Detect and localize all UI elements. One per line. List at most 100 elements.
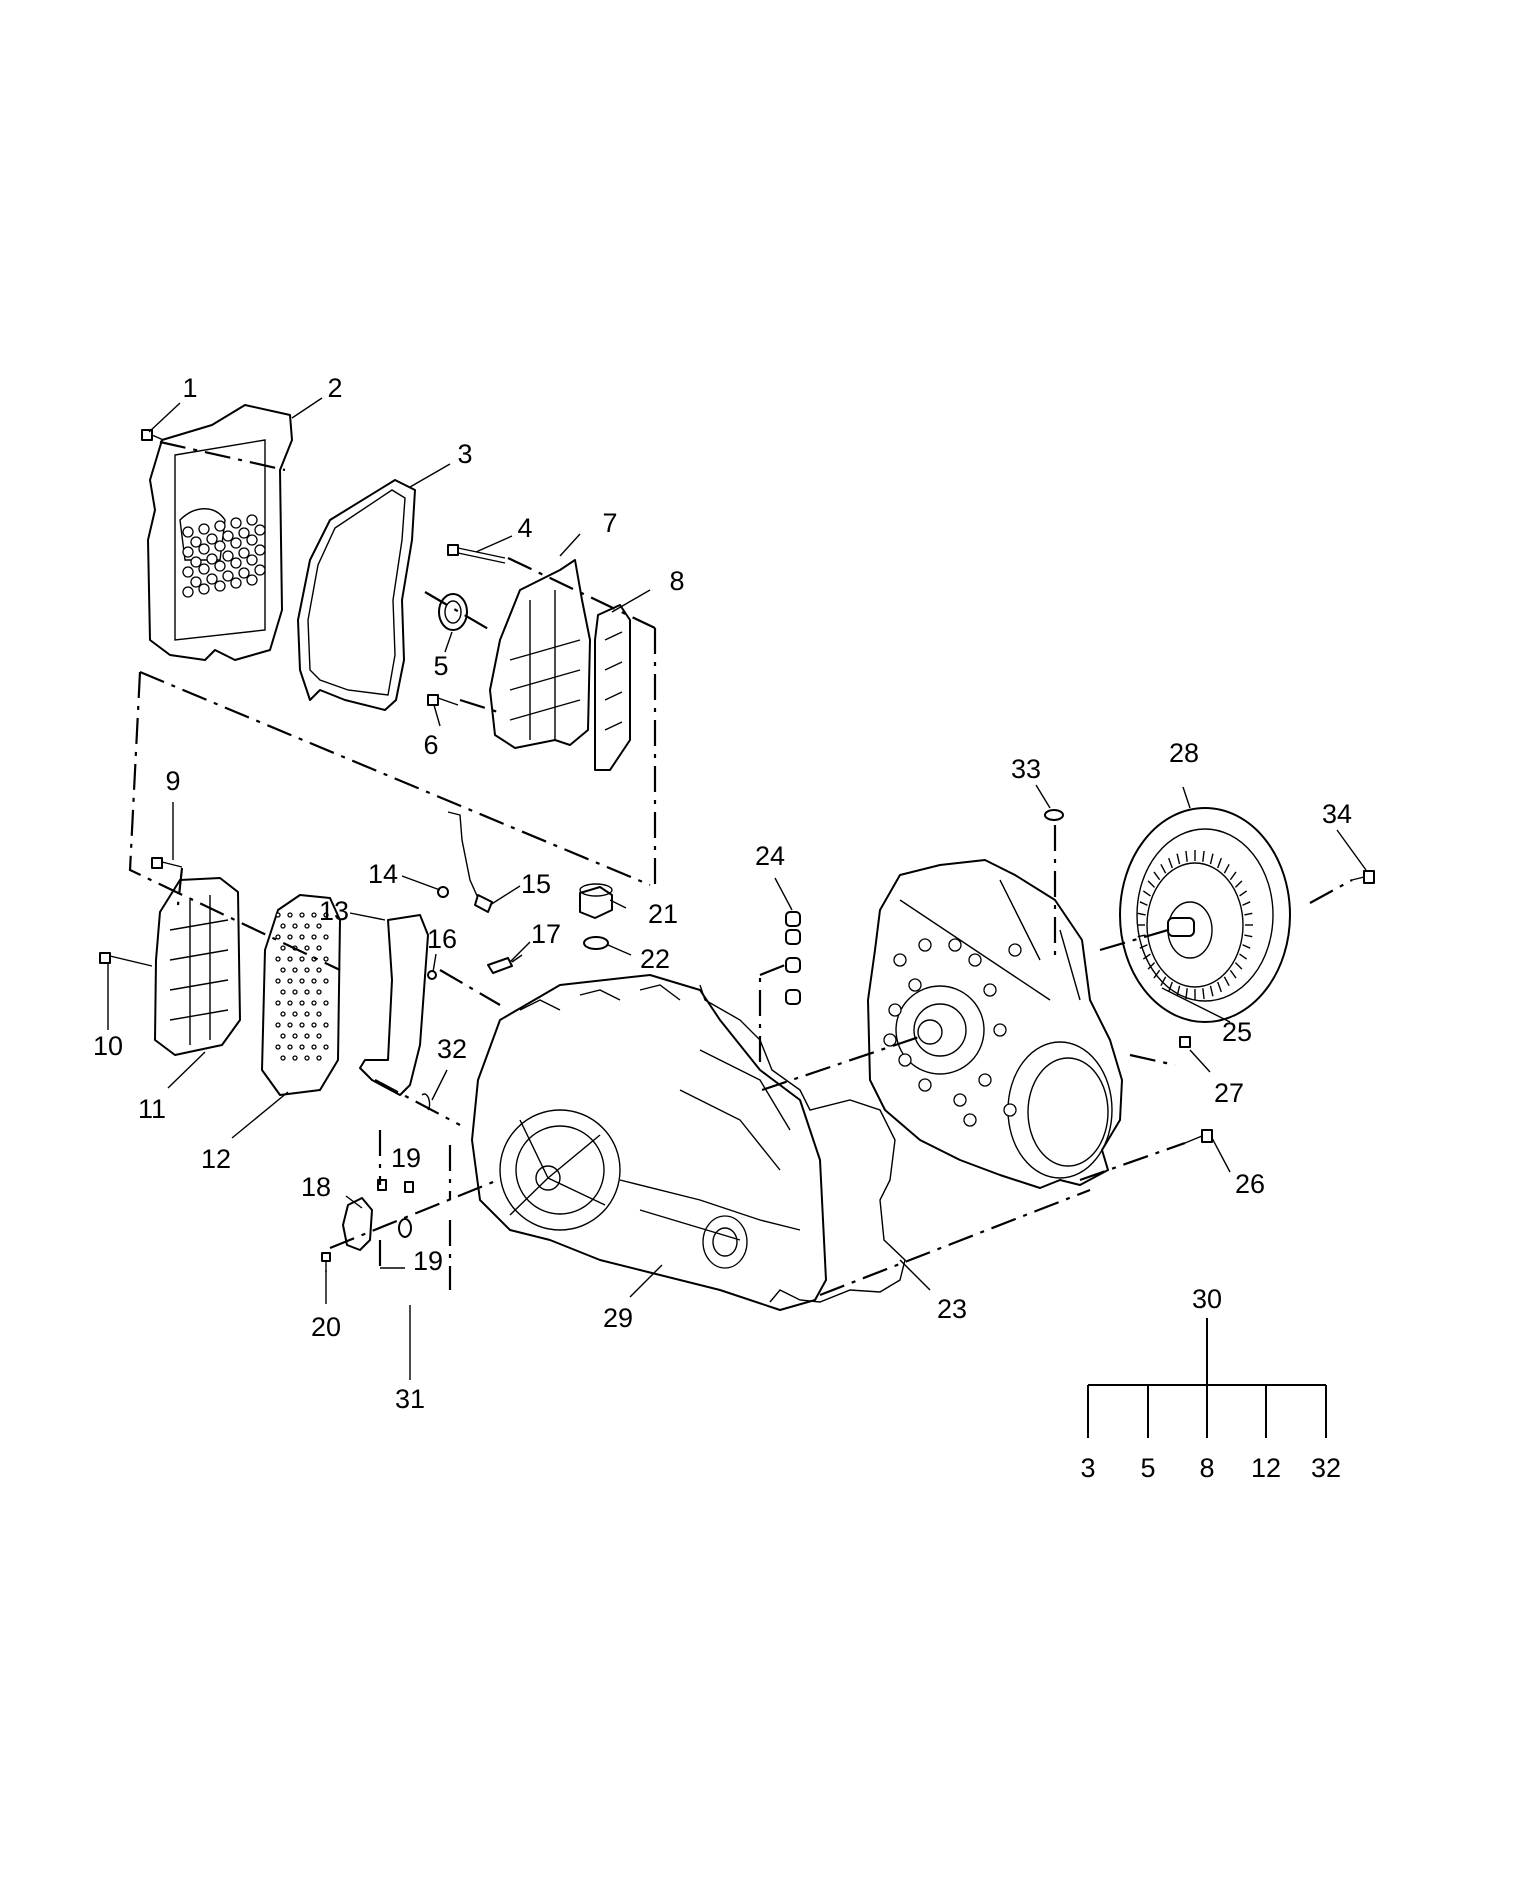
plate-hole bbox=[304, 989, 310, 995]
part-screw-20 bbox=[321, 1252, 331, 1272]
plate-hole bbox=[280, 967, 286, 973]
cover-hole bbox=[246, 534, 258, 546]
plate-hole bbox=[304, 945, 310, 951]
kit-child-12: 12 bbox=[1251, 1453, 1281, 1483]
plate-hole bbox=[275, 956, 281, 962]
cover-hole bbox=[182, 586, 194, 598]
converter-tooth bbox=[1160, 863, 1167, 874]
cover-hole bbox=[230, 537, 242, 549]
housing-hole bbox=[963, 1113, 977, 1127]
part-seal-5 bbox=[438, 593, 468, 631]
converter-tooth bbox=[1223, 863, 1230, 874]
callout-26: 26 bbox=[1235, 1169, 1265, 1199]
plate-hole bbox=[275, 1022, 281, 1028]
cover-hole bbox=[230, 577, 242, 589]
converter-tooth bbox=[1244, 912, 1253, 916]
plate-hole bbox=[299, 1000, 305, 1006]
housing-hole bbox=[918, 938, 932, 952]
plate-hole bbox=[292, 1033, 298, 1039]
plate-hole bbox=[323, 912, 329, 918]
plate-hole bbox=[292, 967, 298, 973]
callout-33: 33 bbox=[1011, 754, 1041, 784]
plate-hole bbox=[316, 923, 322, 929]
cover-hole bbox=[206, 553, 218, 565]
part-torque-converter-28 bbox=[1119, 807, 1291, 1023]
cover-hole bbox=[246, 574, 258, 586]
part-cap-21 bbox=[579, 883, 613, 919]
plate-hole bbox=[299, 1044, 305, 1050]
callout-34: 34 bbox=[1322, 799, 1352, 829]
callout-5: 5 bbox=[433, 651, 448, 681]
cover-hole bbox=[190, 536, 202, 548]
plate-hole bbox=[275, 1000, 281, 1006]
housing-hole bbox=[983, 983, 997, 997]
part-converter-housing-holes bbox=[883, 938, 1022, 1127]
plate-hole bbox=[287, 912, 293, 918]
housing-hole bbox=[968, 953, 982, 967]
cover-hole bbox=[238, 547, 250, 559]
plate-hole bbox=[304, 1033, 310, 1039]
callout-17: 17 bbox=[531, 919, 561, 949]
plate-hole bbox=[280, 1011, 286, 1017]
plate-hole bbox=[287, 978, 293, 984]
housing-hole bbox=[1008, 943, 1022, 957]
callout-28: 28 bbox=[1169, 738, 1199, 768]
plate-hole bbox=[311, 1044, 317, 1050]
plate-hole bbox=[316, 1011, 322, 1017]
plate-hole bbox=[316, 945, 322, 951]
callout-labels: 1 2 3 4 5 6 7 8 9 10 11 12 13 14 15 16 1… bbox=[93, 373, 1352, 1414]
callout-25: 25 bbox=[1222, 1017, 1252, 1047]
plate-hole bbox=[299, 956, 305, 962]
part-long-bolt-4 bbox=[447, 544, 506, 564]
converter-tooth bbox=[1185, 850, 1188, 862]
plate-hole bbox=[299, 978, 305, 984]
plate-hole bbox=[323, 1000, 329, 1006]
callout-27: 27 bbox=[1214, 1078, 1244, 1108]
converter-tooth bbox=[1147, 962, 1156, 970]
cover-hole bbox=[206, 533, 218, 545]
converter-tooth bbox=[1137, 934, 1146, 938]
part-harness-15 bbox=[447, 811, 493, 913]
cover-hole bbox=[238, 567, 250, 579]
callout-18: 18 bbox=[301, 1172, 331, 1202]
converter-tooth bbox=[1209, 853, 1214, 865]
callout-9: 9 bbox=[165, 766, 180, 796]
plate-hole bbox=[304, 923, 310, 929]
plate-hole bbox=[280, 989, 286, 995]
callout-23: 23 bbox=[937, 1294, 967, 1324]
kit-child-32: 32 bbox=[1311, 1453, 1341, 1483]
converter-tooth bbox=[1176, 853, 1181, 865]
converter-tooth bbox=[1168, 981, 1173, 993]
callout-12: 12 bbox=[201, 1144, 231, 1174]
callout-15: 15 bbox=[521, 869, 551, 899]
converter-tooth bbox=[1229, 969, 1237, 979]
converter-tooth bbox=[1139, 901, 1148, 906]
housing-hole bbox=[953, 1093, 967, 1107]
plate-hole bbox=[292, 923, 298, 929]
callout-24: 24 bbox=[755, 841, 785, 871]
converter-tooth bbox=[1202, 850, 1205, 862]
plate-hole bbox=[316, 989, 322, 995]
callout-3: 3 bbox=[457, 439, 472, 469]
cover-hole bbox=[182, 526, 194, 538]
plate-hole bbox=[323, 934, 329, 940]
callout-32: 32 bbox=[437, 1034, 467, 1064]
housing-hole bbox=[893, 953, 907, 967]
cover-hole bbox=[246, 554, 258, 566]
plate-hole bbox=[316, 1055, 322, 1061]
cover-hole bbox=[214, 580, 226, 592]
part-manual-lever-13 bbox=[359, 914, 429, 1096]
housing-hole bbox=[883, 1033, 897, 1047]
plate-hole bbox=[316, 967, 322, 973]
cover-hole bbox=[230, 517, 242, 529]
housing-hole bbox=[908, 978, 922, 992]
leader-lines bbox=[107, 397, 1367, 1380]
plate-hole bbox=[299, 1022, 305, 1028]
converter-tooth bbox=[1160, 976, 1167, 987]
converter-tooth bbox=[1217, 857, 1222, 869]
callout-8: 8 bbox=[669, 566, 684, 596]
callout-1: 1 bbox=[182, 373, 197, 403]
plate-hole bbox=[304, 1055, 310, 1061]
callout-13: 13 bbox=[319, 896, 349, 926]
